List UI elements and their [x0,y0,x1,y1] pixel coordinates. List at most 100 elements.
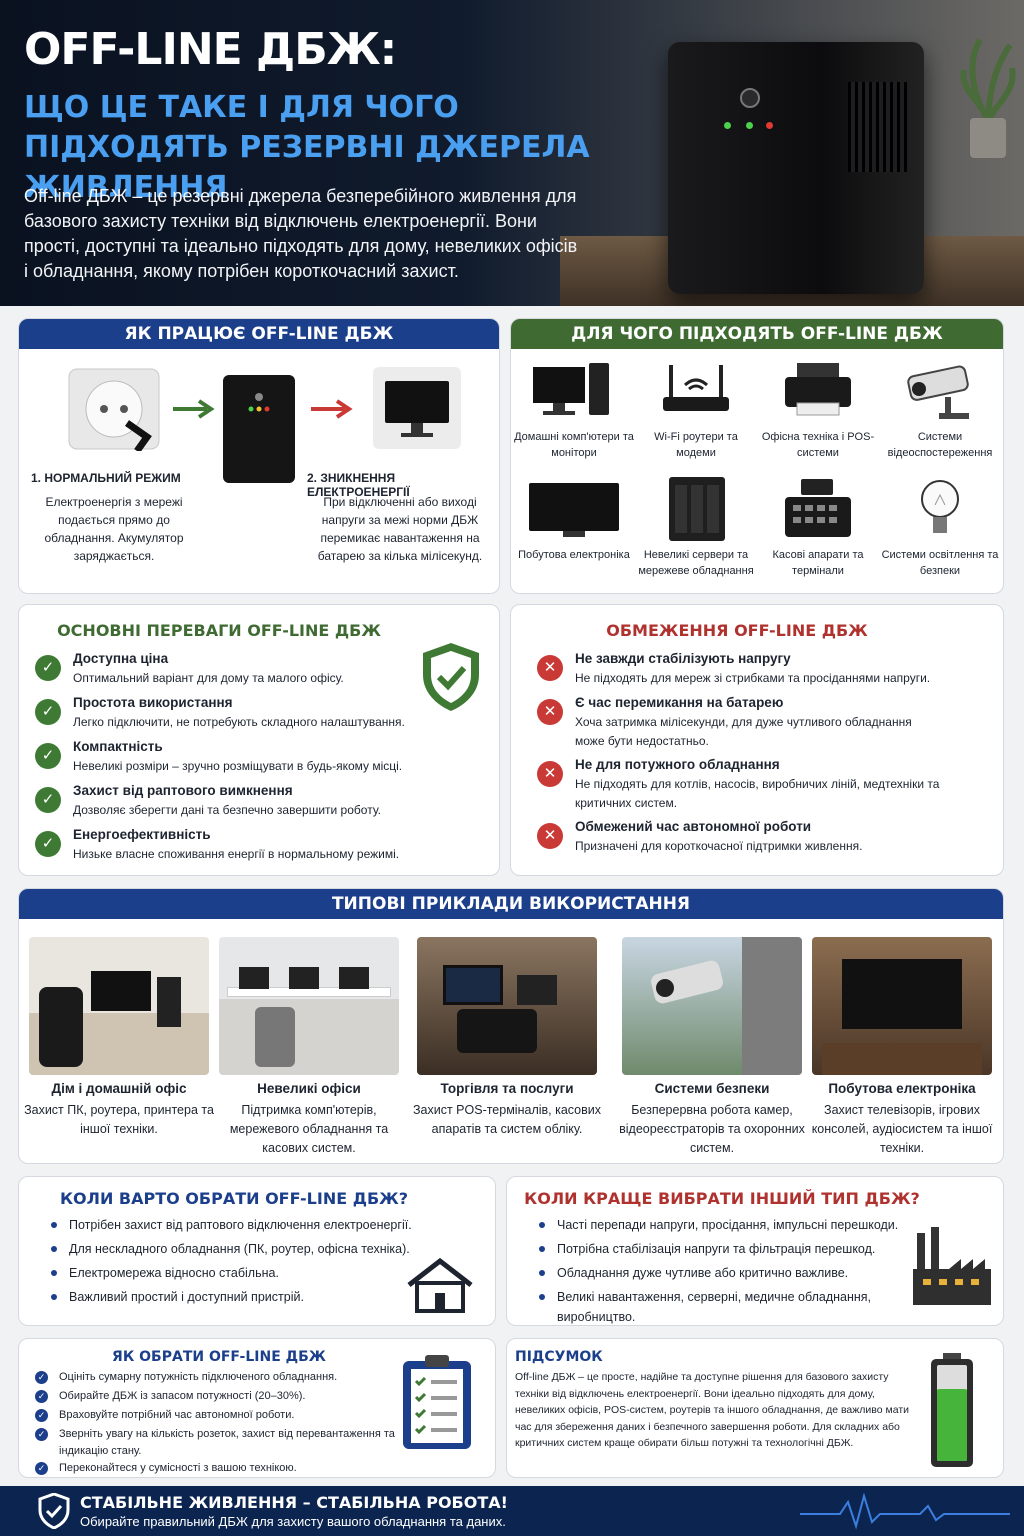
house-icon [407,1257,473,1313]
use-case-title: Невеликі офіси [257,1081,361,1096]
check-icon: ✓ [35,1371,48,1384]
footer-title: СТАБІЛЬНЕ ЖИВЛЕННЯ – СТАБІЛЬНА РОБОТА! [80,1493,508,1512]
cross-icon: ✕ [537,761,563,787]
factory-icon [913,1227,991,1305]
shield-check-icon [423,643,479,711]
cross-icon: ✕ [537,699,563,725]
other-type-card: КОЛИ КРАЩЕ ВИБРАТИ ІНШИЙ ТИП ДБЖ? Часті … [506,1176,1004,1326]
printer-icon [785,363,851,416]
home-office-photo [29,937,209,1075]
arrow-right-red-icon [311,399,353,419]
use-case-title: Дім і домашній офіс [51,1081,187,1096]
suit-item-electronics: Побутова електроніка [513,475,635,593]
check-icon: ✓ [35,831,61,857]
use-case-text: Захист ПК, роутера, принтера та іншої те… [24,1103,214,1136]
cross-icon: ✕ [537,655,563,681]
when-bullet: Електромережа відносно стабільна. [51,1263,411,1283]
use-cases-card: ТИПОВІ ПРИКЛАДИ ВИКОРИСТАННЯ Дім і домаш… [18,888,1004,1164]
suit-item-cash: Касові апарати та термінали [757,475,879,593]
limitations-card: ОБМЕЖЕННЯ OFF-LINE ДБЖ ✕Не завжди стабіл… [510,604,1004,876]
battery-charged-icon [931,1353,973,1467]
check-icon: ✓ [35,1390,48,1403]
when-bullet: Для нескладного обладнання (ПК, роутер, … [51,1239,491,1259]
page-title: OFF-LINE ДБЖ: [24,24,397,75]
use-case-text: Захист POS-терміналів, касових апаратів … [412,1103,602,1136]
led-red-icon [766,122,773,129]
summary-text: Off-line ДБЖ – це просте, надійне та дос… [515,1371,909,1449]
limitations-title: ОБМЕЖЕННЯ OFF-LINE ДБЖ [606,621,868,640]
heartbeat-line-icon [800,1492,1010,1530]
advantages-title: ОСНОВНІ ПЕРЕВАГИ OFF-LINE ДБЖ [57,621,381,640]
intro-text: Off-line ДБЖ – це резервні джерела безпе… [24,186,578,281]
how-to-choose-card: ЯК ОБРАТИ OFF-LINE ДБЖ ✓Оцініть сумарну … [18,1338,496,1478]
hero-banner: OFF-LINE ДБЖ: ЩО ЦЕ ТАКЕ І ДЛЯ ЧОГО ПІДХ… [0,0,1024,306]
tv-icon [529,483,619,537]
step2-text: При відключенні або виході напруги за ме… [317,495,483,563]
suit-item-cctv: Системи відеоспостереження [879,357,1001,475]
use-case-title: Торгівля та послуги [440,1081,574,1096]
monitor-icon [373,367,461,449]
choose-title: ЯК ОБРАТИ OFF-LINE ДБЖ [112,1349,326,1365]
other-bullet: Обладнання дуже чутливе або критично важ… [539,1263,939,1283]
check-icon: ✓ [35,1409,48,1422]
desktop-computer-icon [533,363,609,415]
step1-text: Електроенергія з мережі подається прямо … [44,495,184,563]
step2-title: 2. ЗНИКНЕННЯ ЕЛЕКТРОЕНЕРГІЇ [307,471,410,499]
check-icon: ✓ [35,1462,48,1475]
suit-item-computers: Домашні комп'ютери та монітори [513,357,635,475]
use-cases-header: ТИПОВІ ПРИКЛАДИ ВИКОРИСТАННЯ [19,889,1003,919]
use-case-text: Підтримка комп'ютерів, мережевого обладн… [229,1103,389,1155]
footer-text: Обирайте правильний ДБЖ для захисту вашо… [80,1514,506,1529]
footer-banner: СТАБІЛЬНЕ ЖИВЛЕННЯ – СТАБІЛЬНА РОБОТА! О… [0,1486,1024,1536]
suit-item-office: Офісна техніка і POS-системи [757,357,879,475]
led-green-icon [746,122,753,129]
when-bullet: Важливий простий і доступний пристрій. [51,1287,411,1307]
suit-item-lighting: Системи освітлення та безпеки [879,475,1001,593]
shield-check-icon [38,1493,70,1529]
check-icon: ✓ [35,655,61,681]
summary-title: ПІДСУМОК [515,1349,603,1365]
how-it-works-card: ЯК ПРАЦЮЄ OFF-LINE ДБЖ 1. НОРМАЛЬНИЙ РЕЖ… [18,318,500,594]
use-case-text: Захист телевізорів, ігрових консолей, ау… [811,1103,993,1155]
wifi-router-icon [663,365,729,411]
light-bulb-icon [921,480,959,533]
led-green-icon [724,122,731,129]
when-bullet: Потрібен захист від раптового відключенн… [51,1215,491,1235]
how-header: ЯК ПРАЦЮЄ OFF-LINE ДБЖ [19,319,499,349]
server-icon [669,477,725,541]
home-electronics-photo [812,937,992,1075]
ups-device-image [668,42,924,294]
clipboard-checklist-icon [403,1355,471,1449]
other-bullet: Великі навантаження, серверні, медичне о… [539,1287,909,1325]
suitable-header: ДЛЯ ЧОГО ПІДХОДЯТЬ OFF-LINE ДБЖ [511,319,1003,349]
suit-item-routers: Wi-Fi роутери та модеми [635,357,757,475]
summary-card: ПІДСУМОК Off-line ДБЖ – це просте, надій… [506,1338,1004,1478]
suit-item-servers: Невеликі сервери та мережеве обладнання [635,475,757,593]
ups-icon [223,375,295,483]
other-bullet: Потрібна стабілізація напруги та фільтра… [539,1239,939,1259]
step1-title: 1. НОРМАЛЬНИЙ РЕЖИМ [31,471,181,485]
use-case-title: Побутова електроніка [828,1081,976,1096]
power-socket-icon [68,368,160,451]
cash-register-icon [785,479,851,537]
office-photo [219,937,399,1075]
plant-icon [960,38,1016,158]
cctv-camera-icon [907,365,969,419]
suitable-for-card: ДЛЯ ЧОГО ПІДХОДЯТЬ OFF-LINE ДБЖ Домашні … [510,318,1004,594]
when-to-choose-card: КОЛИ ВАРТО ОБРАТИ OFF-LINE ДБЖ? Потрібен… [18,1176,496,1326]
check-icon: ✓ [35,787,61,813]
use-case-text: Безперервна робота камер, відеореєстрато… [619,1103,805,1155]
page-subtitle: ЩО ЦЕ ТАКЕ І ДЛЯ ЧОГО ПІДХОДЯТЬ РЕЗЕРВНІ… [24,90,590,205]
check-icon: ✓ [35,1428,48,1441]
power-button-icon [740,88,760,108]
ventilation-grille [848,82,908,172]
other-bullet: Часті перепади напруги, просідання, імпу… [539,1215,939,1235]
when-title: КОЛИ ВАРТО ОБРАТИ OFF-LINE ДБЖ? [59,1189,409,1208]
use-case-title: Системи безпеки [654,1081,770,1096]
arrow-right-green-icon [173,399,215,419]
advantages-card: ОСНОВНІ ПЕРЕВАГИ OFF-LINE ДБЖ ✓Доступна … [18,604,500,876]
retail-pos-photo [417,937,597,1075]
cross-icon: ✕ [537,823,563,849]
check-icon: ✓ [35,699,61,725]
security-camera-photo [622,937,802,1075]
